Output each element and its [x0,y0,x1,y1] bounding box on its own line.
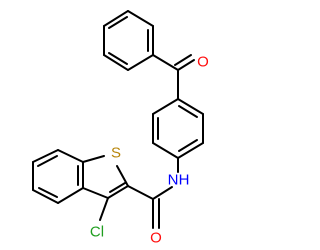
amide-oxygen-label: O [150,230,162,247]
hydrogen-label: H [179,172,190,189]
phenyl-ring [103,10,154,71]
ketone-oxygen-label: O [197,54,209,71]
ketone-group [152,54,195,100]
amide-group [127,157,179,229]
sulfur-label: S [111,145,121,162]
chlorine-label: Cl [90,224,104,241]
molecule-structure: O S N H Cl O [32,10,209,247]
nitrogen-label: N [168,172,179,189]
thiophene-ring [82,155,129,221]
phenylene-ring [152,98,204,159]
benzo-ring [32,149,84,204]
